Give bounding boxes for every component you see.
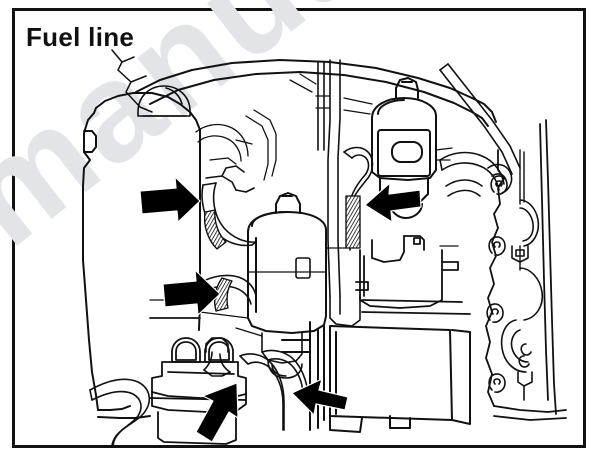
fuel-filter-canister: [371, 77, 437, 219]
panel-edges: [519, 149, 525, 271]
hose-tail-left: [89, 378, 151, 445]
arrow-upper-left: [139, 176, 201, 223]
right-panel: [485, 119, 567, 421]
hose-clamp-upper-left: [203, 209, 227, 250]
vertical-fuel-pipe: [317, 59, 361, 327]
right-bracket: [500, 199, 544, 401]
arrow-middle-left: [162, 269, 221, 316]
hose-clamp-upper-right: [345, 195, 361, 249]
vapor-separator: [247, 192, 327, 334]
oil-seal-holes: [486, 175, 508, 393]
mounting-bracket: [149, 337, 247, 445]
arrow-lower-left: [195, 382, 239, 443]
intake-manifold: [149, 235, 471, 319]
figure-border: [12, 8, 586, 448]
arrow-upper-right: [364, 182, 422, 223]
lower-housing: [281, 321, 471, 433]
arrow-lower-right: [291, 378, 349, 416]
label-leader-line: [111, 49, 153, 113]
cowl-cap: [137, 85, 191, 117]
